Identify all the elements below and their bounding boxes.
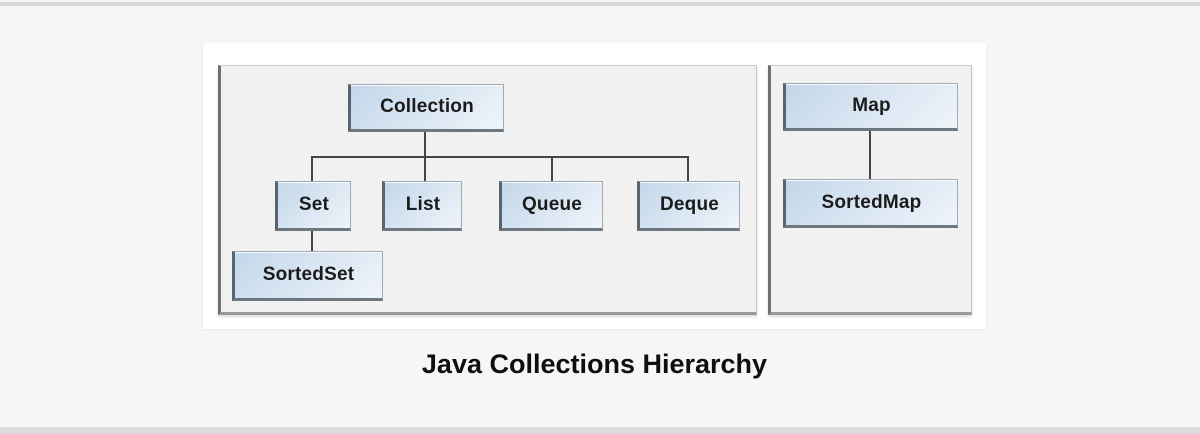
- bottom-divider: [0, 427, 1200, 434]
- node-sortedset: SortedSet: [232, 251, 383, 301]
- collections-panel: Collection Set List Queue Deque SortedSe…: [218, 65, 757, 315]
- node-queue-label: Queue: [521, 194, 583, 215]
- hierarchy-figure: Collection Set List Queue Deque SortedSe…: [203, 43, 986, 329]
- edge-collection-set: [311, 156, 313, 181]
- node-set: Set: [275, 181, 351, 231]
- top-divider: [0, 2, 1200, 6]
- edge-collection-deque: [687, 156, 689, 181]
- edge-collection-queue: [551, 156, 553, 181]
- node-deque: Deque: [637, 181, 740, 231]
- edge-set-sortedset: [311, 231, 313, 251]
- edge-map-sortedmap: [869, 131, 871, 179]
- node-list: List: [382, 181, 462, 231]
- node-queue: Queue: [499, 181, 603, 231]
- node-sortedmap: SortedMap: [783, 179, 958, 228]
- node-deque-label: Deque: [659, 194, 720, 215]
- map-panel: Map SortedMap: [768, 65, 972, 315]
- figure-caption: Java Collections Hierarchy: [421, 349, 768, 379]
- node-sortedmap-label: SortedMap: [821, 191, 922, 213]
- node-collection-label: Collection: [380, 96, 474, 117]
- node-collection: Collection: [348, 84, 504, 132]
- edge-branch-rail: [311, 156, 688, 158]
- node-sortedset-label: SortedSet: [262, 264, 355, 285]
- node-map-label: Map: [852, 95, 891, 116]
- node-map: Map: [783, 83, 958, 131]
- node-list-label: List: [405, 194, 441, 215]
- node-set-label: Set: [298, 194, 330, 215]
